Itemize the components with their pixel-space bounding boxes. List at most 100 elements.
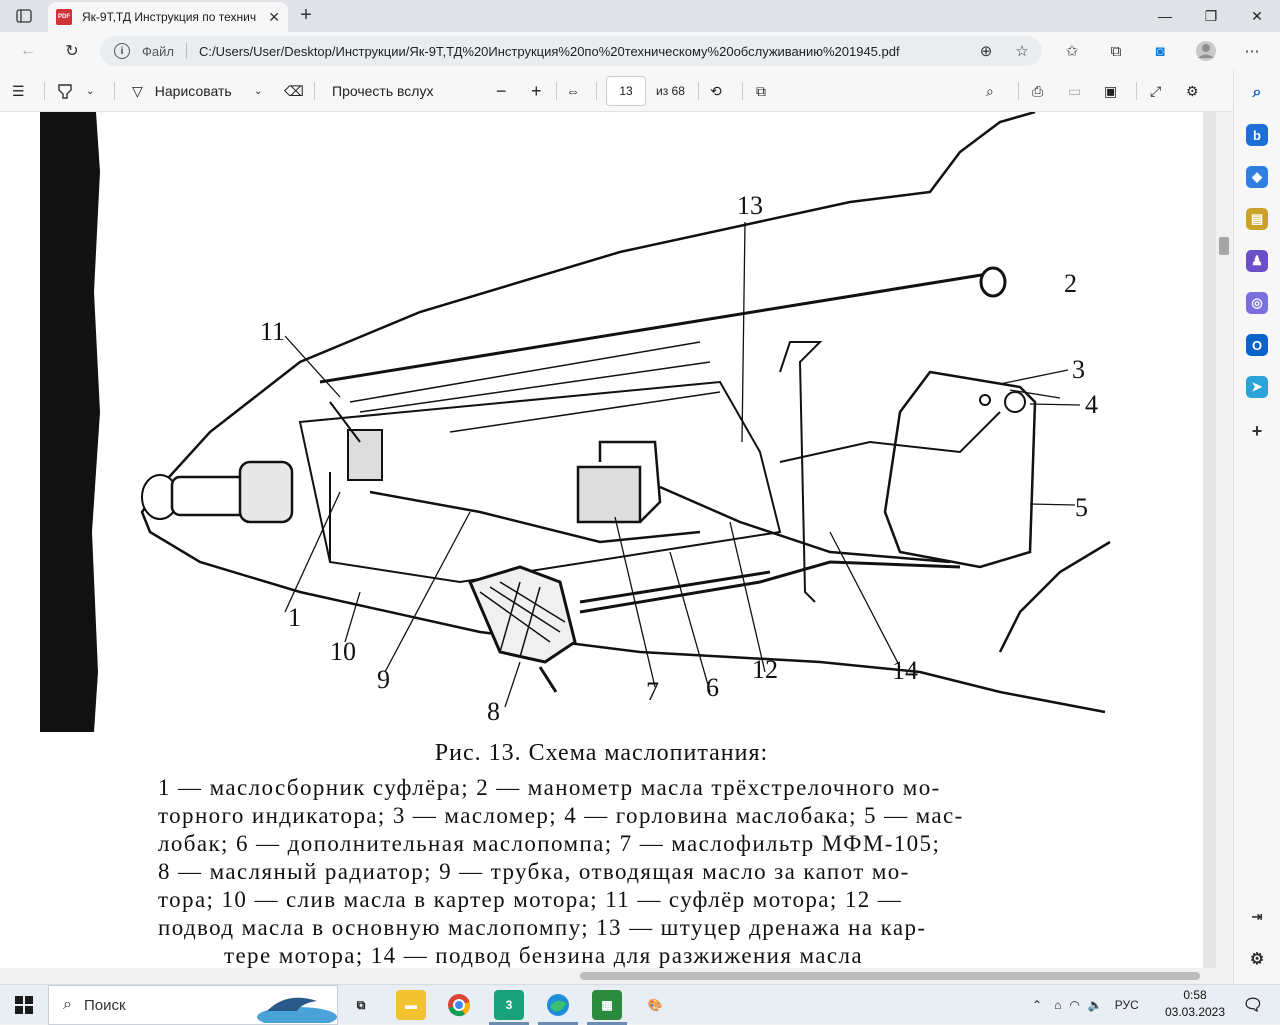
taskbar-search[interactable]: ⌕ Поиск <box>48 985 338 1025</box>
more-menu-icon[interactable]: ⋯ <box>1244 43 1260 60</box>
page-view-icon[interactable]: ⧉ <box>756 82 766 99</box>
app-3-icon[interactable]: 3 <box>494 990 524 1020</box>
radiator-grid <box>479 581 566 658</box>
notifications-icon[interactable]: 🗨 <box>1242 997 1264 1014</box>
add-favorite-icon[interactable]: ☆ <box>1015 43 1029 60</box>
restore-icon[interactable]: ❐ <box>1204 7 1218 24</box>
toolbar-divider <box>44 82 45 100</box>
file-explorer-icon[interactable]: ▬ <box>396 990 426 1020</box>
draw-dropdown-icon[interactable]: ⌄ <box>254 85 263 97</box>
callout-5: 5 <box>1075 493 1088 522</box>
new-tab-button[interactable]: + <box>300 4 312 26</box>
close-tab-icon[interactable]: ✕ <box>268 8 280 25</box>
pdf-page: 1 2 3 4 5 6 7 8 9 10 11 12 13 14 Рис. 13… <box>0 112 1203 968</box>
close-window-icon[interactable]: ✕ <box>1251 7 1263 24</box>
tank-vent-line <box>779 411 1001 463</box>
task-view-icon[interactable]: ⧉ <box>356 997 366 1012</box>
edge-icon[interactable] <box>543 990 573 1020</box>
wing-root-outline <box>998 540 1111 653</box>
toolbar-divider <box>742 82 743 100</box>
sidebar-search-icon[interactable]: ⌕ <box>1252 84 1262 101</box>
vertical-scroll-thumb[interactable] <box>1219 237 1229 255</box>
bing-icon[interactable]: b <box>1246 124 1268 146</box>
sidebar-settings-icon[interactable]: ⚙ <box>1249 951 1265 968</box>
tools-icon[interactable]: ▤ <box>1246 208 1268 230</box>
collections-icon[interactable]: ⧉ <box>1110 42 1122 60</box>
settings-gear-icon[interactable]: ⚙ <box>1186 82 1199 99</box>
search-icon[interactable]: ⌕ <box>986 82 994 99</box>
minimize-icon[interactable]: — <box>1158 8 1172 24</box>
info-icon[interactable]: i <box>114 43 130 59</box>
profile-avatar[interactable] <box>1194 39 1218 63</box>
legend-line: лобак; 6 — дополнительная маслопомпа; 7 … <box>158 831 941 856</box>
pdf-toolbar: ☰ ⌄ ▽ Нарисовать ⌄ ⌫ Прочесть вслух − + … <box>0 70 1233 112</box>
network-icon[interactable]: ⌂ <box>1054 998 1062 1012</box>
save-as-icon[interactable]: ▣ <box>1104 82 1118 99</box>
clock-time: 0:58 <box>1183 988 1207 1002</box>
fullscreen-icon[interactable]: ⤢ <box>1150 82 1162 99</box>
draw-button[interactable]: ▽ Нарисовать <box>132 79 232 103</box>
contents-icon[interactable]: ☰ <box>12 82 25 99</box>
zoom-icon[interactable]: ⊕ <box>979 43 993 60</box>
callout-7: 7 <box>646 677 659 706</box>
horizontal-scroll-thumb[interactable] <box>580 972 1200 980</box>
cylinder-lines <box>349 341 721 433</box>
paint-icon[interactable]: 🎨 <box>647 998 663 1012</box>
wifi-icon[interactable]: ◠ <box>1069 998 1080 1012</box>
address-bar[interactable]: i Файл C:/Users/User/Desktop/Инструкции/… <box>100 36 1042 66</box>
tab-actions-icon[interactable] <box>8 4 40 28</box>
clock-date: 03.03.2023 <box>1164 1005 1226 1019</box>
oil-supply-line <box>579 570 771 604</box>
toolbar-divider <box>114 82 115 100</box>
tank-filler-neck <box>1004 391 1026 413</box>
print-icon[interactable]: ⎙ <box>1032 82 1044 99</box>
spreadsheet-app-icon[interactable]: ▦ <box>592 990 622 1020</box>
pdf-viewer[interactable]: 1 2 3 4 5 6 7 8 9 10 11 12 13 14 Рис. 13… <box>0 112 1233 968</box>
microsoft-365-icon[interactable]: ◎ <box>1246 292 1268 314</box>
refresh-icon[interactable]: ↻ <box>65 43 79 60</box>
rotate-icon[interactable]: ⟲ <box>710 82 722 99</box>
tab-bar: PDF Як-9Т,ТД Инструкция по технич ✕ + — … <box>0 0 1280 32</box>
clock[interactable]: 0:58 03.03.2023 <box>1160 987 1230 1021</box>
legend-line: 1 — маслосборник суфлёра; 2 — манометр м… <box>158 775 941 800</box>
read-aloud-button[interactable]: Прочесть вслух <box>332 83 434 99</box>
add-sidebar-app-icon[interactable]: + <box>1251 420 1263 441</box>
browser-tab[interactable]: PDF Як-9Т,ТД Инструкция по технич ✕ <box>48 2 288 32</box>
highlight-icon[interactable] <box>56 79 74 103</box>
callout-10: 10 <box>330 637 356 666</box>
legend-line: тора; 10 — слив масла в картер мотора; 1… <box>158 887 903 912</box>
tray-expand-icon[interactable]: ⌃ <box>1032 998 1043 1012</box>
url-text[interactable]: C:/Users/User/Desktop/Инструкции/Як-9Т,Т… <box>198 43 900 59</box>
page-count-label: из 68 <box>656 84 685 98</box>
favorites-icon[interactable]: ✩ <box>1065 43 1079 60</box>
volume-icon[interactable]: 🔈 <box>1087 998 1103 1012</box>
edge-bar-icon[interactable]: ◙ <box>1155 42 1165 60</box>
zoom-in-icon[interactable]: + <box>531 80 542 101</box>
hide-sidebar-icon[interactable]: ⇥ <box>1251 909 1263 924</box>
back-icon[interactable]: ← <box>20 42 36 59</box>
shopping-tag-icon[interactable]: ◆ <box>1246 166 1268 188</box>
vertical-scrollbar[interactable] <box>1216 112 1233 968</box>
search-highlight-image <box>257 997 337 1023</box>
toolbar-divider <box>314 82 315 100</box>
language-indicator[interactable]: РУС <box>1114 998 1139 1012</box>
legend-line: 8 — масляный радиатор; 9 — трубка, отвод… <box>158 859 910 884</box>
save-icon[interactable]: ▭ <box>1068 82 1082 99</box>
page-number-input[interactable]: 13 <box>606 76 646 106</box>
highlight-dropdown-icon[interactable]: ⌄ <box>86 85 95 97</box>
reduction-gear <box>238 460 294 524</box>
chrome-icon[interactable] <box>444 990 474 1020</box>
eraser-icon[interactable]: ⌫ <box>284 82 304 99</box>
zoom-out-icon[interactable]: − <box>496 80 507 101</box>
fit-to-page-icon[interactable]: ⇔ <box>566 83 580 99</box>
pdf-file-icon: PDF <box>56 9 72 25</box>
start-button[interactable] <box>9 990 39 1020</box>
toolbar-divider <box>556 82 557 100</box>
filter-pipe <box>598 440 662 523</box>
outlook-icon[interactable]: O <box>1246 334 1268 356</box>
legend-line: тере мотора; 14 — подвод бензина для раз… <box>224 943 864 968</box>
telegram-icon[interactable]: ➤ <box>1246 376 1268 398</box>
manometer-line <box>319 270 1001 384</box>
games-icon[interactable]: ♟ <box>1246 250 1268 272</box>
horizontal-scrollbar[interactable] <box>0 968 1216 984</box>
